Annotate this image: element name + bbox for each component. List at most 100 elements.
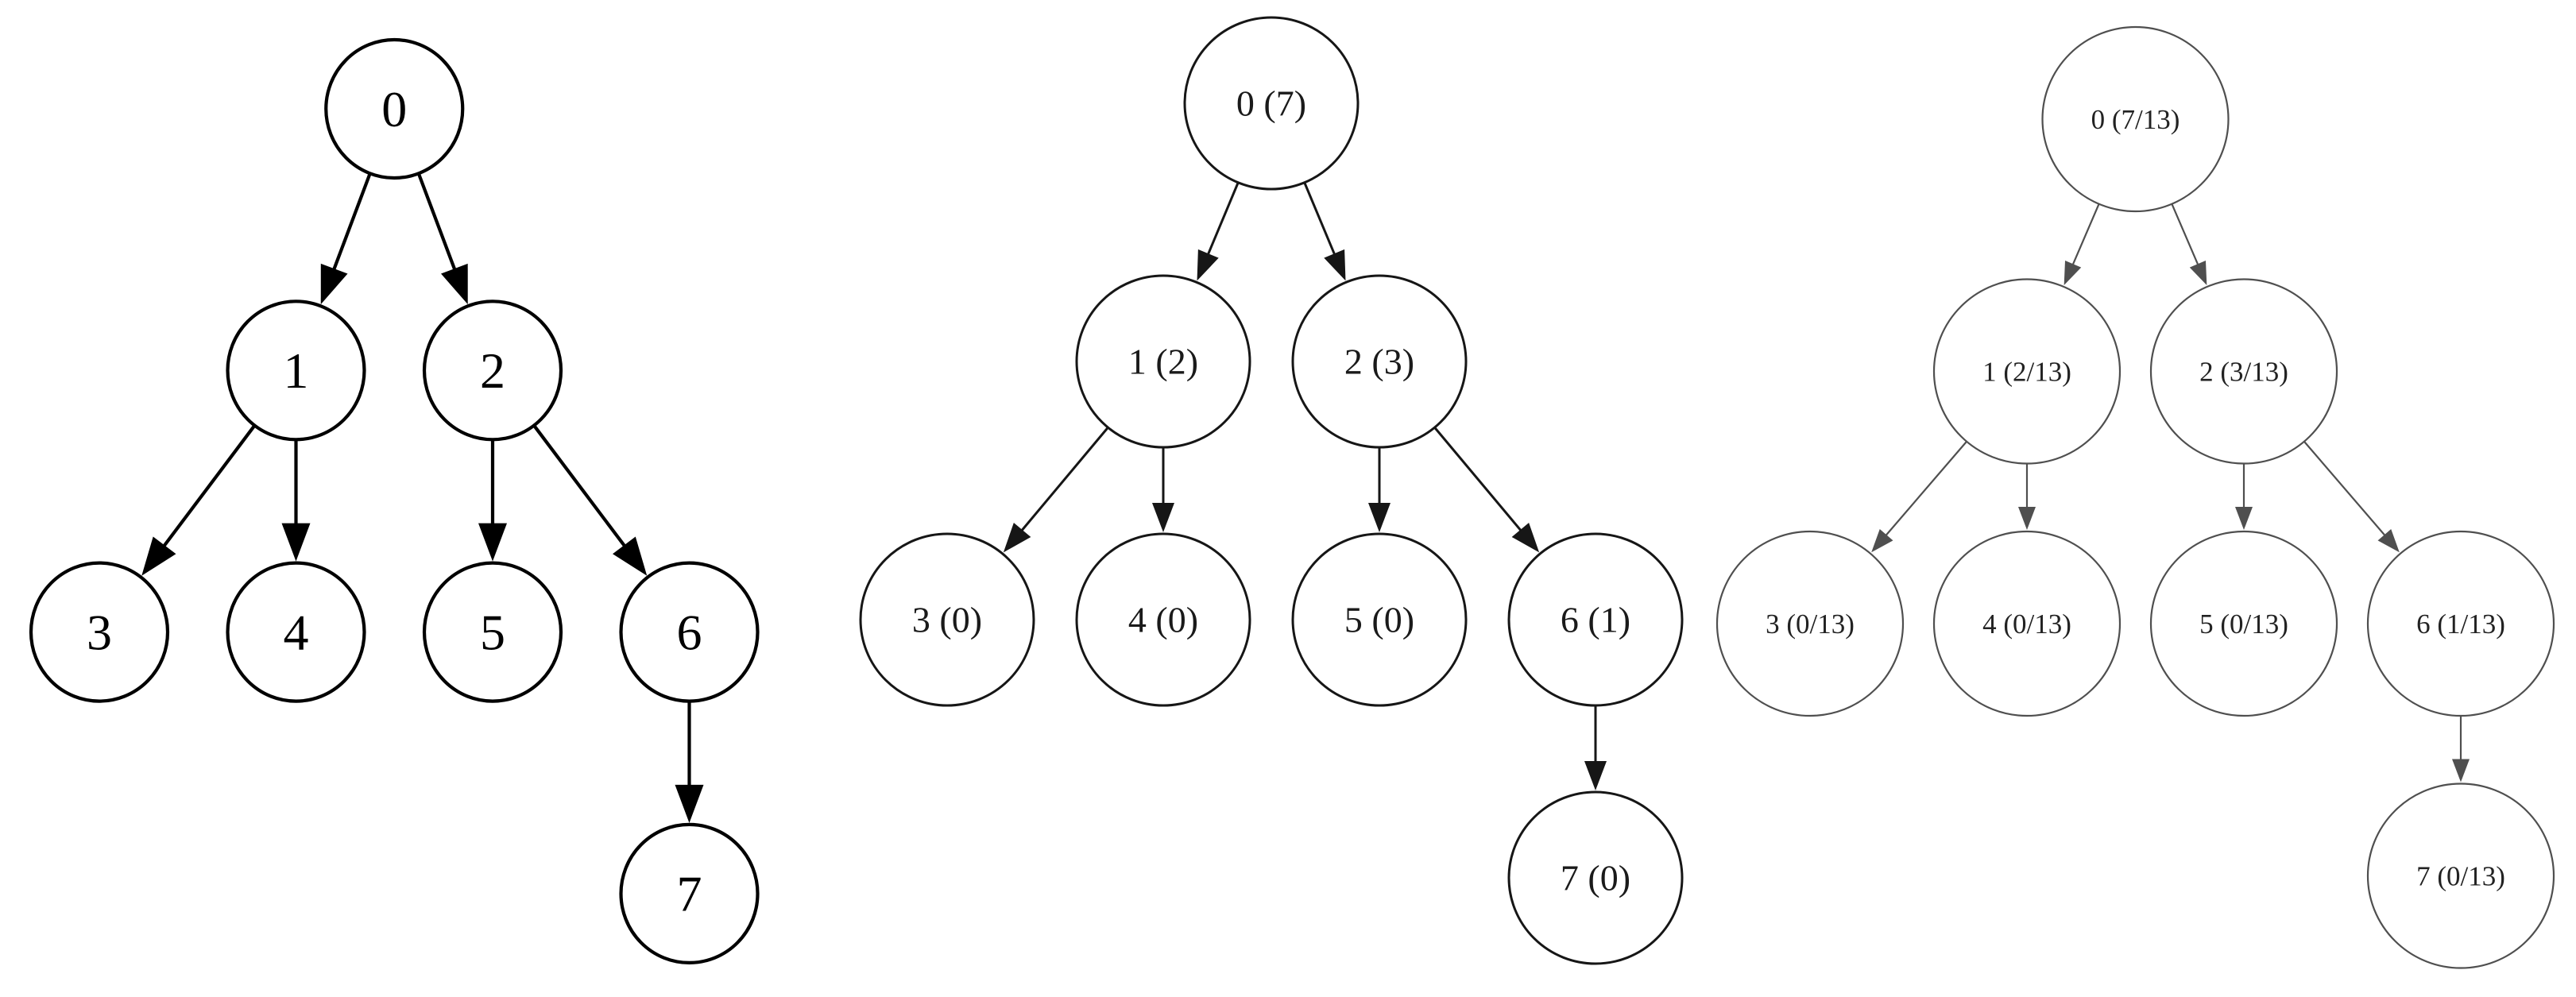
edge-line-0-1 — [2071, 203, 2100, 267]
edge-0-1 — [1197, 182, 1240, 281]
edge-line-0-1 — [1206, 182, 1240, 257]
edge-0-2 — [1303, 182, 1346, 281]
edge-1-3 — [141, 424, 257, 576]
tree-fractions-node-0: 0 (7/13) — [2041, 25, 2230, 213]
arrowhead-icon — [320, 263, 348, 305]
arrowhead-icon — [675, 784, 704, 823]
node-ellipse — [1291, 532, 1468, 707]
tree-fractions-node-2: 2 (3/13) — [2149, 278, 2338, 465]
edge-line-2-6 — [532, 424, 627, 549]
arrowhead-icon — [1197, 249, 1219, 281]
node-label: 5 (0) — [1344, 600, 1414, 640]
node-ellipse — [619, 561, 760, 703]
node-ellipse — [1507, 532, 1684, 707]
node-ellipse — [226, 561, 366, 703]
edge-2-6 — [2303, 441, 2400, 553]
node-ellipse — [422, 561, 563, 703]
arrowhead-icon — [441, 263, 468, 305]
node-ellipse — [1932, 530, 2122, 717]
tree-counts-node-7: 7 (0) — [1507, 790, 1684, 965]
node-ellipse — [1075, 274, 1251, 449]
node-label: 1 — [284, 342, 309, 399]
tree-plain-node-3: 3 — [29, 561, 170, 703]
arrowhead-icon — [1003, 522, 1031, 553]
node-label: 3 (0) — [912, 600, 982, 640]
node-label: 6 (1/13) — [2416, 609, 2505, 640]
node-label: 6 — [677, 604, 702, 660]
edge-0-2 — [2171, 203, 2207, 285]
arrowhead-icon — [1584, 761, 1607, 790]
node-label: 6 (1) — [1561, 600, 1630, 640]
node-label: 7 (0) — [1561, 858, 1630, 898]
node-label: 1 (2) — [1128, 342, 1198, 382]
node-label: 2 (3/13) — [2199, 356, 2288, 387]
tree-counts-node-4: 4 (0) — [1075, 532, 1251, 707]
edge-0-2 — [416, 172, 468, 305]
node-ellipse — [619, 822, 760, 965]
tree-counts-node-1: 1 (2) — [1075, 274, 1251, 449]
tree-counts-node-0: 0 (7) — [1183, 16, 1360, 191]
node-label: 7 (0/13) — [2416, 860, 2505, 891]
node-label: 0 (7) — [1236, 83, 1306, 124]
edge-2-6 — [1433, 427, 1540, 553]
edge-6-7 — [675, 701, 704, 823]
tree-plain-node-7: 7 — [619, 822, 760, 965]
arrowhead-icon — [1871, 529, 1893, 553]
arrowhead-icon — [2064, 260, 2082, 285]
node-ellipse — [2149, 530, 2338, 717]
node-ellipse — [1507, 790, 1684, 965]
arrowhead-icon — [141, 536, 176, 576]
edge-1-3 — [1003, 427, 1109, 553]
edge-1-4 — [281, 439, 311, 562]
node-label: 0 (7/13) — [2091, 104, 2180, 135]
tree-counts: 0 (7) 1 (2) 2 (3) 3 (0) 4 (0) 5 (0) 6 (1) 7 (0) — [859, 16, 1684, 965]
arrowhead-icon — [613, 536, 648, 576]
node-ellipse — [1291, 274, 1468, 449]
arrowhead-icon — [281, 523, 311, 562]
tree-counts-node-3: 3 (0) — [859, 532, 1035, 707]
arrowhead-icon — [2189, 260, 2207, 285]
node-ellipse — [859, 532, 1035, 707]
edge-0-1 — [320, 172, 372, 305]
node-ellipse — [29, 561, 170, 703]
arrowhead-icon — [478, 523, 507, 562]
edge-line-0-2 — [1303, 182, 1336, 257]
edge-line-2-6 — [2303, 441, 2387, 538]
node-ellipse — [2366, 783, 2555, 969]
arrowhead-icon — [2018, 507, 2036, 530]
node-label: 0 — [381, 81, 407, 137]
node-label: 4 (0) — [1128, 600, 1198, 640]
node-label: 2 (3) — [1344, 342, 1414, 382]
tree-plain-node-1: 1 — [226, 299, 366, 442]
edge-0-1 — [2064, 203, 2100, 285]
edge-line-1-3 — [1019, 427, 1109, 533]
tree-fractions-node-3: 3 (0/13) — [1715, 530, 1905, 717]
node-ellipse — [1075, 532, 1251, 707]
edge-2-5 — [478, 439, 507, 562]
arrowhead-icon — [2235, 507, 2253, 530]
edge-2-6 — [532, 424, 648, 576]
tree-plain-node-4: 4 — [226, 561, 366, 703]
arrowhead-icon — [1511, 522, 1540, 553]
tree-fractions: 0 (7/13)1 (2/13)2 (3/13)3 (0/13)4 (0/13)… — [1715, 25, 2555, 969]
tree-counts-node-6: 6 (1) — [1507, 532, 1684, 707]
edge-6-7 — [2452, 716, 2470, 783]
node-ellipse — [2366, 530, 2555, 717]
edge-2-5 — [1368, 447, 1390, 532]
node-ellipse — [2149, 278, 2338, 465]
arrowhead-icon — [1368, 503, 1390, 532]
edge-line-2-6 — [1433, 427, 1523, 533]
arrowhead-icon — [1324, 249, 1346, 281]
tree-counts-node-5: 5 (0) — [1291, 532, 1468, 707]
node-ellipse — [1183, 16, 1360, 191]
node-label: 5 — [480, 604, 505, 660]
node-ellipse — [1715, 530, 1905, 717]
node-label: 3 — [87, 604, 112, 660]
node-label: 5 (0/13) — [2199, 609, 2288, 640]
tree-counts-node-2: 2 (3) — [1291, 274, 1468, 449]
node-label: 4 (0/13) — [1982, 609, 2071, 640]
tree-fractions-node-7: 7 (0/13) — [2366, 783, 2555, 969]
